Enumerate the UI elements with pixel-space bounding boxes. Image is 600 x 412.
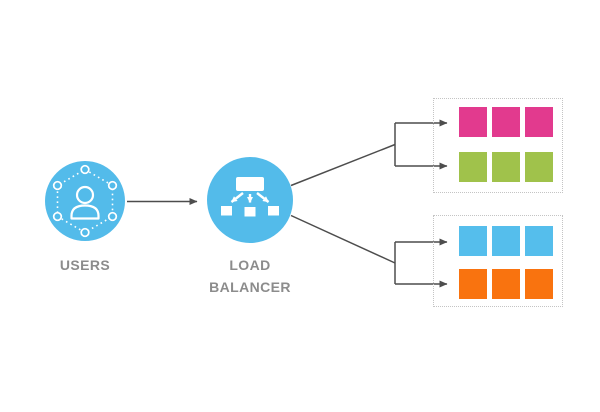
green-server-square	[492, 152, 520, 182]
load-balancer-node	[207, 157, 293, 243]
orange-server-square	[492, 269, 520, 299]
green-server-square	[525, 152, 553, 182]
blue-server-square	[525, 226, 553, 256]
pink-server-square	[459, 107, 487, 137]
blue-server-square	[459, 226, 487, 256]
blue-server-square	[492, 226, 520, 256]
pink-server-row	[459, 107, 554, 137]
green-server-square	[459, 152, 487, 182]
pink-server-square	[492, 107, 520, 137]
users-hexagon-icon	[52, 164, 118, 238]
pink-server-square	[525, 107, 553, 137]
branch-top-diagonal	[290, 143, 396, 187]
orange-server-square	[525, 269, 553, 299]
load-balancer-label-line2: BALANCER	[209, 279, 291, 295]
load-balancer-icon	[221, 177, 279, 217]
users-label: USERS	[59, 257, 111, 273]
load-balancer-label: LOAD BALANCER	[180, 254, 320, 298]
server-group-bottom	[433, 215, 563, 307]
load-balancer-label-line1: LOAD	[229, 257, 271, 273]
orange-server-row	[459, 269, 554, 299]
users-node	[45, 161, 125, 241]
blue-server-row	[459, 226, 554, 256]
green-server-row	[459, 152, 554, 182]
orange-server-square	[459, 269, 487, 299]
server-group-top	[433, 98, 563, 193]
